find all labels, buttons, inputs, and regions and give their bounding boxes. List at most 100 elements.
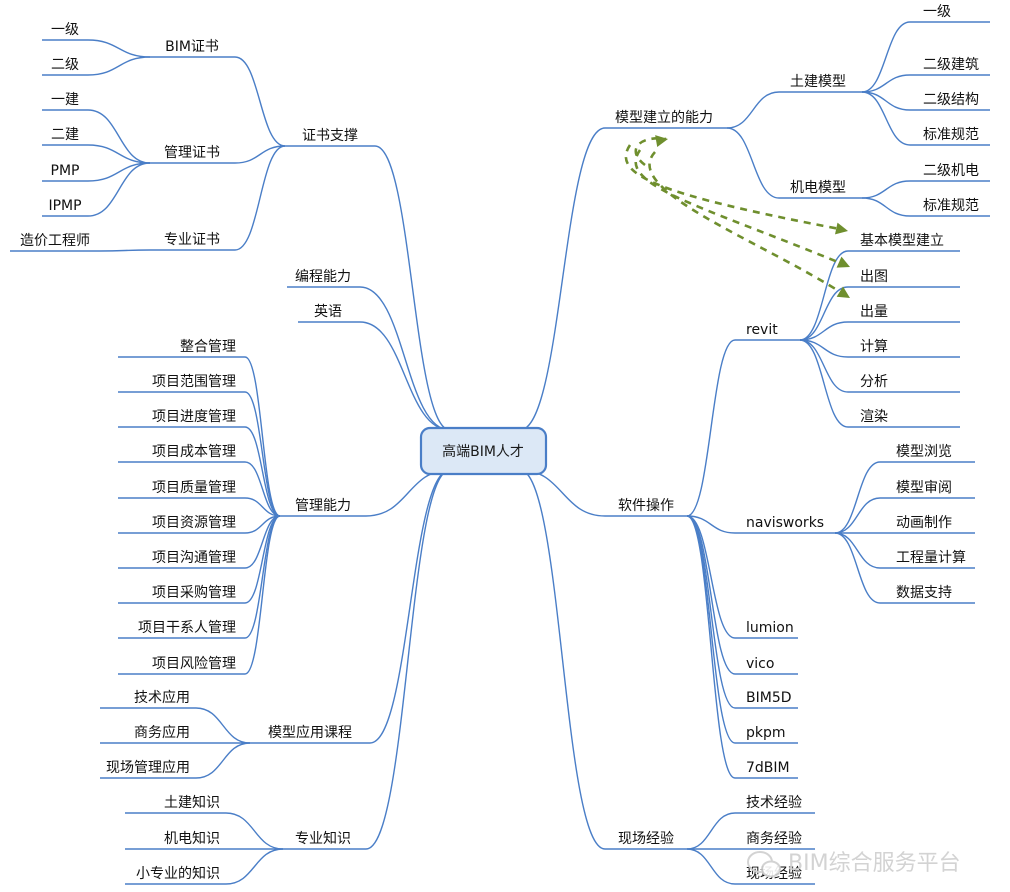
dashed-arrow-3 (648, 151, 846, 297)
left-branch-1-connector (359, 286, 451, 431)
cert-2-leaf-0[interactable]: 造价工程师 (20, 233, 90, 249)
cert-0-leaf-0-connector (87, 39, 151, 58)
cert-1-leaf-2-connector (87, 162, 151, 182)
revit-leaf-5-connector (799, 339, 849, 428)
mgmt-leaf-7[interactable]: 项目采购管理 (152, 585, 236, 601)
center-node-label: 高端BIM人才 (442, 443, 524, 460)
cert-1-leaf-0[interactable]: 一建 (51, 92, 79, 108)
dashed-arrow-1 (624, 144, 846, 232)
revit-leaf-5[interactable]: 渲染 (860, 409, 888, 425)
cert-1-label[interactable]: 管理证书 (164, 145, 220, 161)
watermark: BIM综合服务平台 (747, 851, 961, 878)
course-leaf-2-connector (195, 742, 251, 779)
software-4-connector (686, 515, 736, 709)
model-1-connector (726, 127, 780, 199)
model-0-leaf-3[interactable]: 标准规范 (923, 126, 979, 143)
revit-leaf-2[interactable]: 出量 (860, 304, 888, 320)
left-branch-5-connector (365, 469, 451, 850)
navisworks-leaf-0[interactable]: 模型浏览 (896, 444, 952, 460)
navisworks-leaf-1-connector (834, 497, 881, 534)
mgmt-leaf-2-connector (244, 426, 281, 517)
model-1-label[interactable]: 机电模型 (790, 180, 846, 196)
model-0-leaf-2-connector (861, 91, 911, 111)
software-4-label[interactable]: BIM5D (746, 690, 792, 706)
revit-leaf-0[interactable]: 基本模型建立 (860, 232, 944, 249)
navisworks-leaf-4-connector (834, 532, 881, 604)
cert-1-leaf-2[interactable]: PMP (51, 163, 80, 179)
revit-leaf-1-connector (799, 286, 849, 341)
left-branch-4-label[interactable]: 模型应用课程 (268, 724, 352, 741)
revit-leaf-3[interactable]: 计算 (860, 339, 888, 355)
course-leaf-2[interactable]: 现场管理应用 (106, 759, 190, 776)
cert-1-leaf-0-connector (87, 109, 151, 164)
mgmt-leaf-9[interactable]: 项目风险管理 (152, 656, 236, 672)
cert-0-label[interactable]: BIM证书 (165, 39, 219, 55)
mgmt-leaf-0[interactable]: 整合管理 (180, 339, 236, 355)
software-0-connector (686, 339, 736, 517)
cert-1-leaf-1[interactable]: 二建 (51, 127, 79, 143)
model-1-leaf-1-connector (861, 197, 911, 217)
software-3-label[interactable]: vico (746, 656, 774, 672)
knowledge-leaf-1[interactable]: 机电知识 (164, 830, 220, 847)
dashed-arrow-4-head (655, 135, 668, 147)
revit-leaf-0-connector (799, 250, 849, 341)
left-branch-0-label[interactable]: 证书支撑 (302, 128, 358, 144)
site-leaf-0[interactable]: 技术经验 (746, 795, 802, 811)
mgmt-leaf-3[interactable]: 项目成本管理 (152, 444, 236, 460)
cert-0-leaf-1[interactable]: 二级 (51, 57, 79, 73)
site-leaf-1[interactable]: 商务经验 (746, 831, 802, 847)
mgmt-leaf-8[interactable]: 项目干系人管理 (138, 620, 236, 636)
mgmt-leaf-1[interactable]: 项目范围管理 (152, 373, 236, 390)
cert-0-leaf-0[interactable]: 一级 (51, 22, 79, 38)
software-5-label[interactable]: pkpm (746, 725, 786, 741)
mgmt-leaf-6[interactable]: 项目沟通管理 (152, 550, 236, 566)
mgmt-leaf-3-connector (244, 461, 281, 517)
right-branch-1-label[interactable]: 软件操作 (618, 498, 674, 514)
left-branch-3-label[interactable]: 管理能力 (295, 498, 351, 514)
mgmt-leaf-2[interactable]: 项目进度管理 (152, 409, 236, 425)
navisworks-leaf-2[interactable]: 动画制作 (896, 515, 952, 531)
left-branch-5-label[interactable]: 专业知识 (295, 830, 351, 847)
cert-1-leaf-3[interactable]: IPMP (48, 198, 81, 214)
navisworks-leaf-4[interactable]: 数据支持 (896, 585, 952, 601)
software-1-label[interactable]: navisworks (746, 515, 824, 531)
course-leaf-0[interactable]: 技术应用 (134, 689, 190, 706)
navisworks-leaf-3-connector (834, 532, 881, 569)
knowledge-leaf-2[interactable]: 小专业的知识 (136, 865, 220, 882)
cert-0-connector (234, 56, 286, 147)
model-0-leaf-1[interactable]: 二级建筑 (923, 57, 979, 73)
course-leaf-0-connector (195, 707, 251, 744)
course-leaf-1[interactable]: 商务应用 (134, 724, 190, 741)
mgmt-leaf-6-connector (244, 515, 281, 569)
software-6-label[interactable]: 7dBIM (746, 760, 790, 776)
software-2-label[interactable]: lumion (746, 620, 794, 636)
wechat-icon (747, 851, 781, 878)
model-1-leaf-1[interactable]: 标准规范 (923, 197, 979, 214)
navisworks-leaf-1[interactable]: 模型审阅 (896, 480, 952, 496)
mgmt-leaf-5[interactable]: 项目资源管理 (152, 515, 236, 531)
knowledge-leaf-0[interactable]: 土建知识 (164, 794, 220, 811)
model-1-leaf-0[interactable]: 二级机电 (923, 163, 979, 179)
model-0-leaf-0[interactable]: 一级 (923, 4, 951, 20)
right-branch-2-label[interactable]: 现场经验 (618, 831, 674, 847)
model-0-label[interactable]: 土建模型 (790, 74, 846, 90)
software-6-connector (686, 515, 736, 779)
watermark-text: BIM综合服务平台 (788, 851, 961, 876)
model-0-leaf-0-connector (861, 21, 911, 93)
center-node[interactable] (419, 426, 548, 476)
revit-leaf-1[interactable]: 出图 (860, 269, 888, 285)
mgmt-leaf-4[interactable]: 项目质量管理 (152, 480, 236, 496)
model-0-leaf-2[interactable]: 二级结构 (923, 92, 979, 108)
navisworks-leaf-3[interactable]: 工程量计算 (896, 550, 966, 566)
software-0-label[interactable]: revit (746, 322, 778, 338)
mgmt-leaf-8-connector (244, 515, 281, 639)
dashed-arrow-2-head (836, 256, 850, 268)
left-branch-2-label[interactable]: 英语 (314, 303, 342, 320)
left-branch-1-label[interactable]: 编程能力 (295, 269, 351, 285)
revit-leaf-4[interactable]: 分析 (860, 374, 888, 390)
cert-1-connector (234, 145, 286, 164)
right-branch-0-label[interactable]: 模型建立的能力 (615, 110, 713, 126)
site-leaf-2-connector (686, 848, 736, 885)
cert-2-label[interactable]: 专业证书 (164, 232, 220, 248)
mgmt-leaf-1-connector (244, 391, 281, 517)
